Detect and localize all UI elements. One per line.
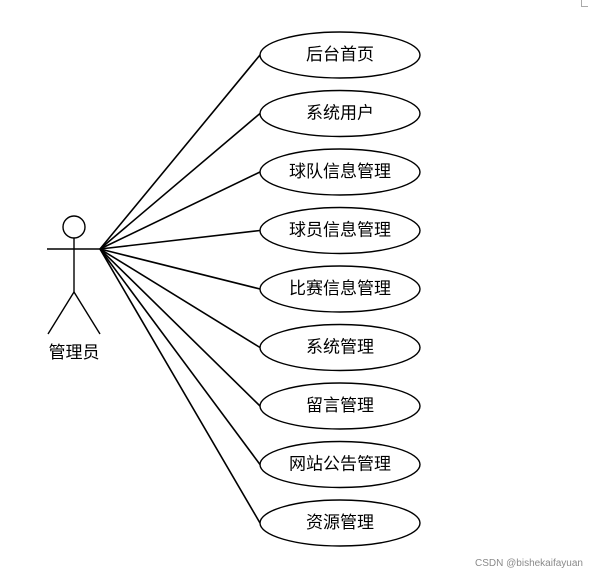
use-case-label: 资源管理 [306,513,374,533]
association-lines [99,54,261,524]
use-case-8: 网站公告管理 [259,440,421,489]
association-line-4 [99,229,261,250]
use-case-5: 比赛信息管理 [259,265,421,313]
association-line-5 [99,248,261,290]
use-case-2: 系统用户 [259,89,421,138]
association-line-7 [99,248,261,407]
association-line-9 [99,248,261,524]
actor-left-leg [47,291,75,335]
use-case-ellipse [259,148,421,196]
use-case-label: 球员信息管理 [289,221,391,241]
association-line-8 [99,248,261,465]
use-case-ellipse [259,382,421,430]
actor-administrator: 管理员 [47,215,101,363]
use-case-1: 后台首页 [259,31,421,79]
corner-mark [581,0,588,7]
use-case-label: 留言管理 [306,396,374,416]
use-case-9: 资源管理 [259,499,421,547]
use-case-ellipse [259,499,421,547]
use-case-label: 后台首页 [306,45,374,65]
association-line-2 [99,112,261,250]
actor-head [62,215,86,239]
actor-right-leg [73,291,101,335]
association-line-6 [99,248,261,349]
use-case-ellipse [259,440,421,489]
use-case-ellipse [259,265,421,313]
association-line-1 [99,54,261,250]
use-case-label: 系统管理 [306,338,374,358]
use-case-list: 后台首页系统用户球队信息管理球员信息管理比赛信息管理系统管理留言管理网站公告管理… [259,31,421,547]
use-case-label: 比赛信息管理 [289,278,391,299]
use-case-ellipse [259,89,421,138]
association-line-3 [99,171,261,250]
use-case-label: 系统用户 [306,104,374,124]
use-case-3: 球队信息管理 [259,148,421,196]
watermark: CSDN @bishekaifayuan [475,558,583,569]
use-case-ellipse [259,323,421,372]
use-case-6: 系统管理 [259,323,421,372]
use-case-ellipse [259,206,421,255]
use-case-label: 球队信息管理 [289,162,391,182]
use-case-7: 留言管理 [259,382,421,430]
use-case-label: 网站公告管理 [289,455,391,475]
actor-label: 管理员 [49,343,100,363]
use-case-4: 球员信息管理 [259,206,421,255]
use-case-ellipse [259,31,421,79]
